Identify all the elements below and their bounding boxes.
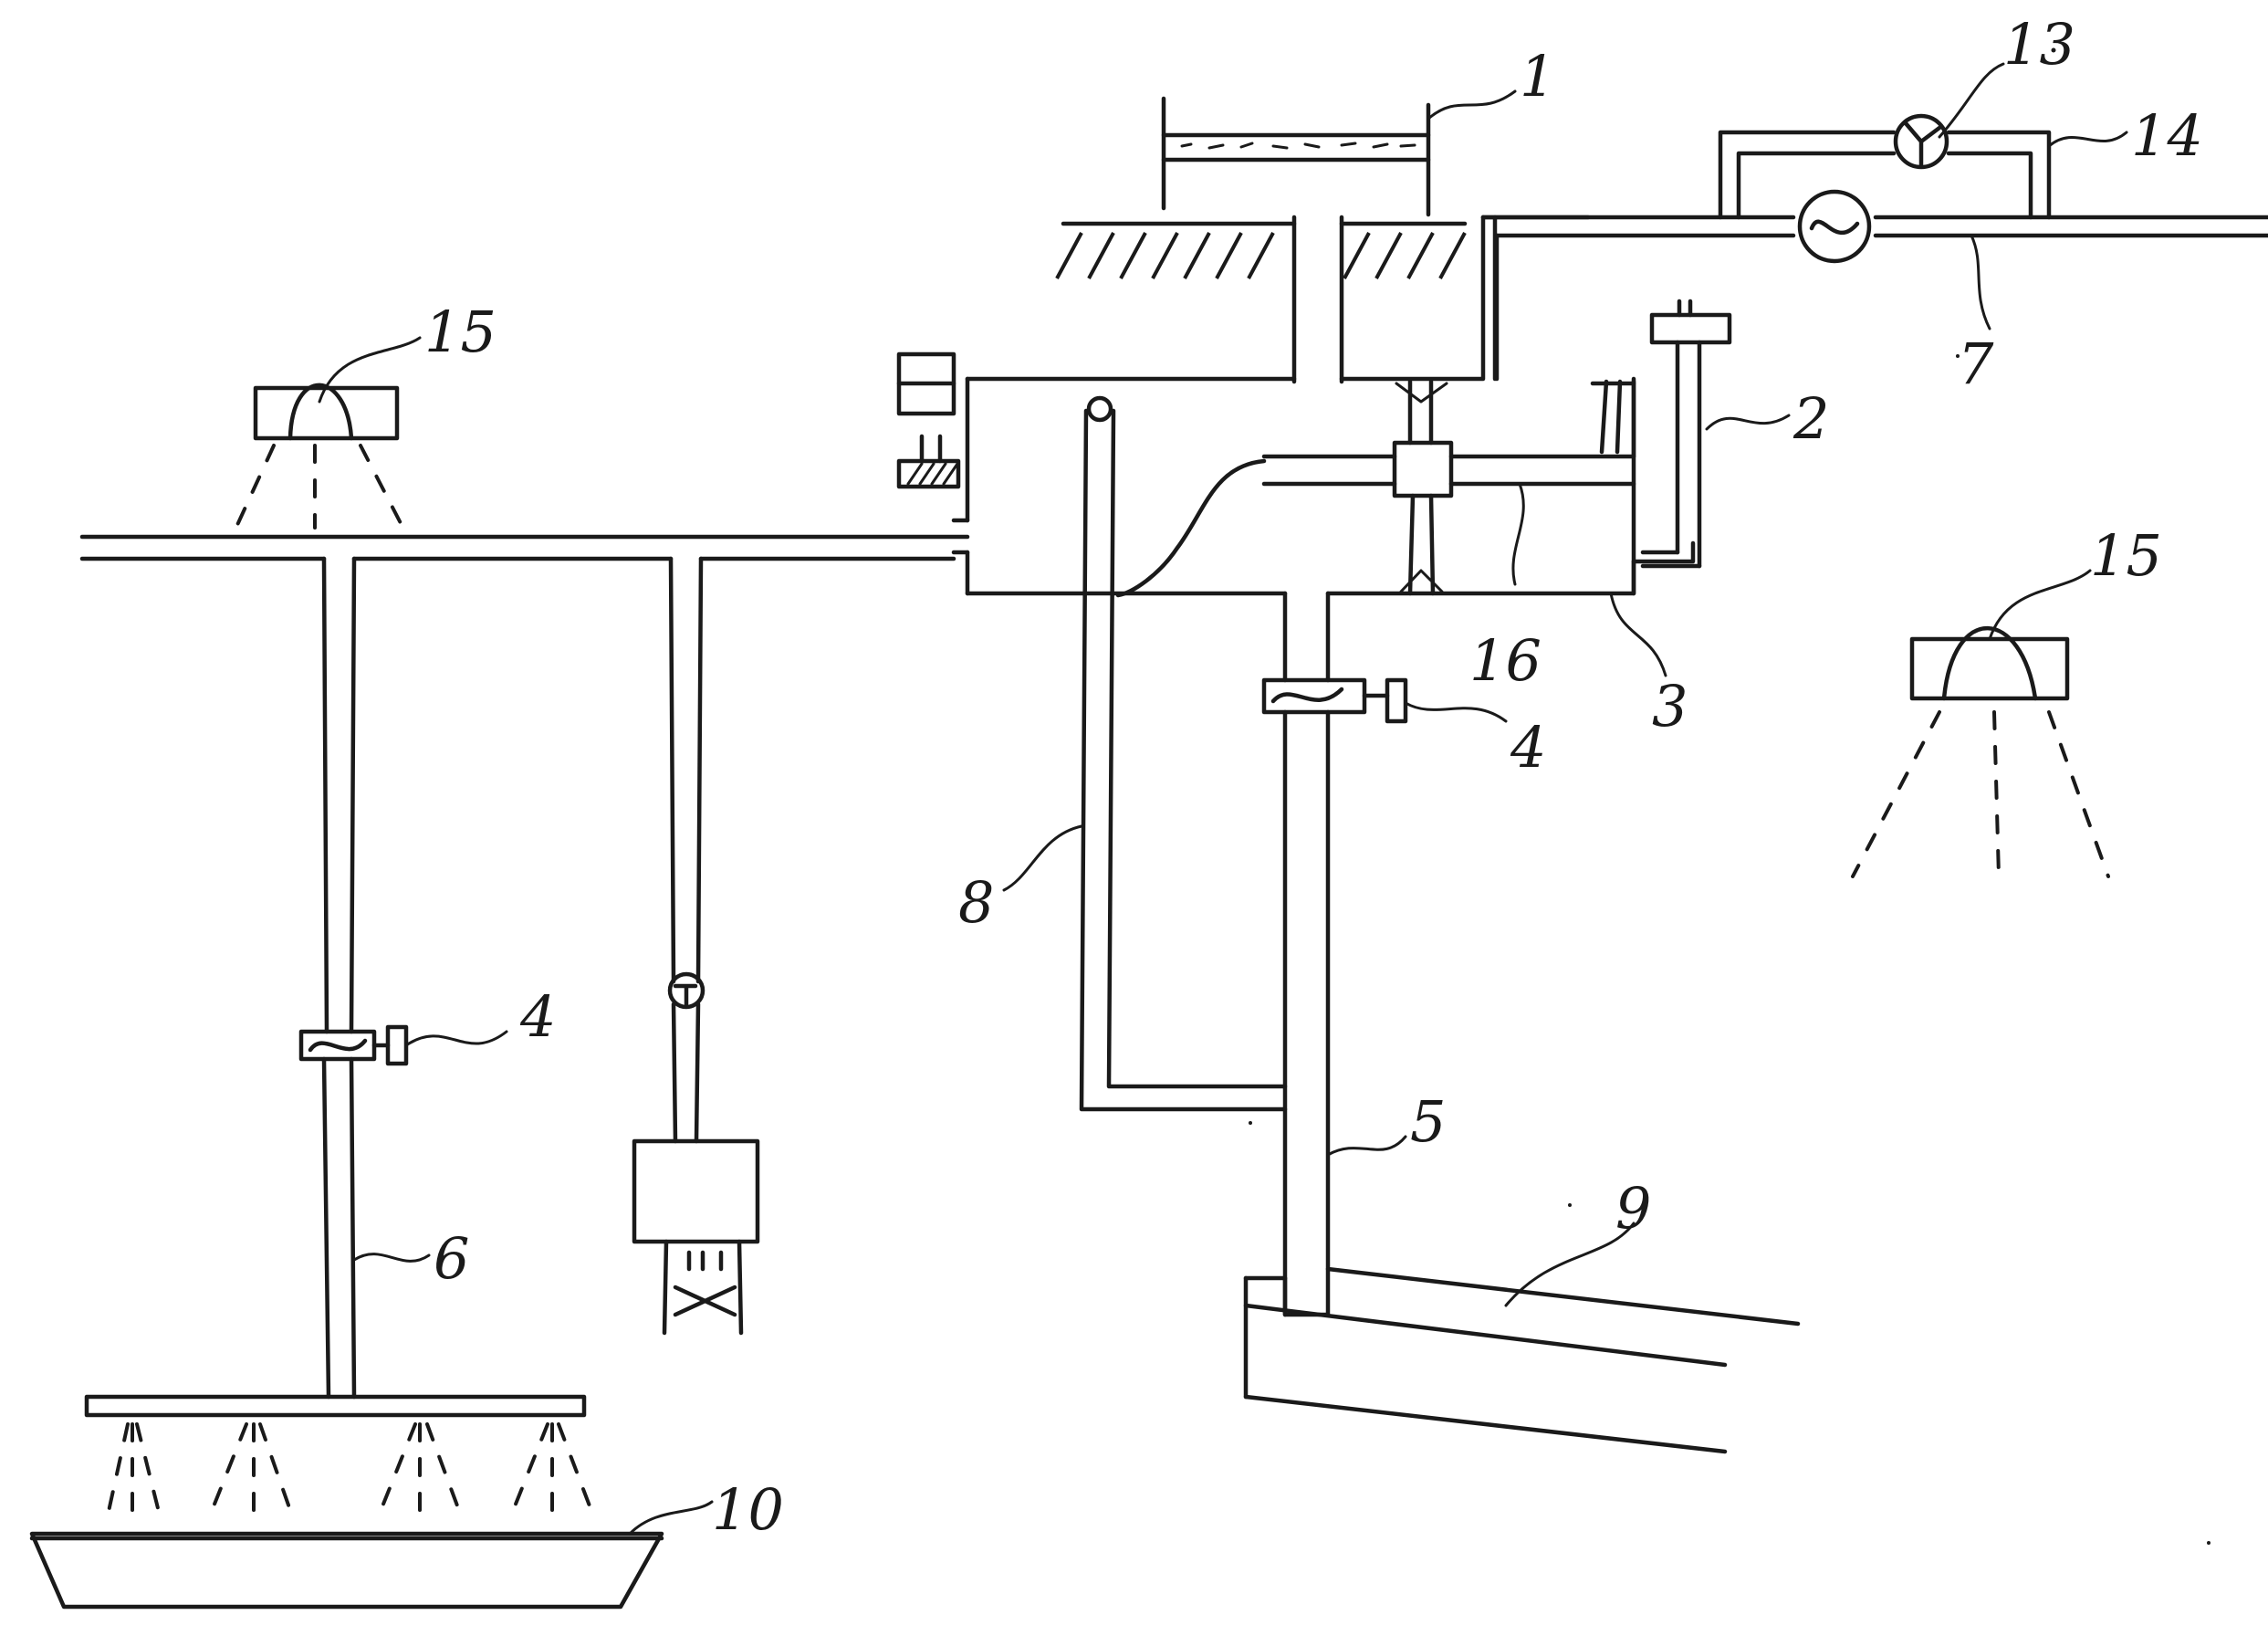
spray-nozzles [106, 1422, 595, 1517]
ground-line [1055, 221, 1468, 279]
label-13: 13 [2003, 11, 2075, 78]
label-9: 9 [1615, 1175, 1651, 1242]
rod-2 [1640, 299, 1732, 569]
lamp-15-right-icon [1851, 626, 2110, 878]
leader-lines [318, 62, 2128, 1536]
tank-1 [1161, 96, 1431, 217]
return-tube-8 [1079, 395, 1288, 1112]
label-8: 8 [958, 869, 994, 936]
valve-4-left [298, 1024, 409, 1066]
fan-13-icon [1893, 113, 1949, 170]
control-box [896, 351, 961, 489]
label-6: 6 [434, 1225, 469, 1292]
valve-4-right [1261, 677, 1408, 724]
label-4-left: 4 [519, 983, 556, 1050]
label-7: 7 [1958, 330, 1994, 397]
label-16: 16 [1469, 627, 1542, 694]
label-3: 3 [1652, 673, 1688, 739]
label-5: 5 [1410, 1088, 1446, 1155]
pipe-5 [1282, 591, 1331, 1317]
label-14: 14 [2131, 102, 2203, 169]
feed-pipe [1291, 215, 1344, 384]
label-10: 10 [712, 1476, 784, 1543]
tray-10 [29, 1531, 664, 1610]
scan-specks [1249, 47, 2211, 1545]
blower-icon [1797, 189, 1872, 264]
label-15-left: 15 [424, 299, 496, 365]
spray-bar [84, 1394, 587, 1418]
main-pipe [79, 534, 970, 561]
label-4-right: 4 [1510, 714, 1546, 781]
chamber-3 [951, 215, 1696, 598]
middle-pipe [668, 556, 704, 1144]
lamp-15-left-icon [235, 383, 403, 530]
label-15-right: 15 [2090, 522, 2162, 589]
trough-9 [1243, 1266, 1801, 1454]
dosing-box [632, 1138, 760, 1336]
label-2: 2 [1792, 385, 1829, 452]
label-1: 1 [1520, 43, 1555, 110]
bypass-loop-14 [1718, 130, 2052, 220]
gauge-icon [667, 971, 705, 1010]
pipe-6 [321, 556, 357, 1400]
reference-labels: 1 2 3 4 4 5 6 7 8 9 10 13 14 15 15 16 [424, 11, 2203, 1543]
air-pipe-7 [1480, 215, 2268, 382]
